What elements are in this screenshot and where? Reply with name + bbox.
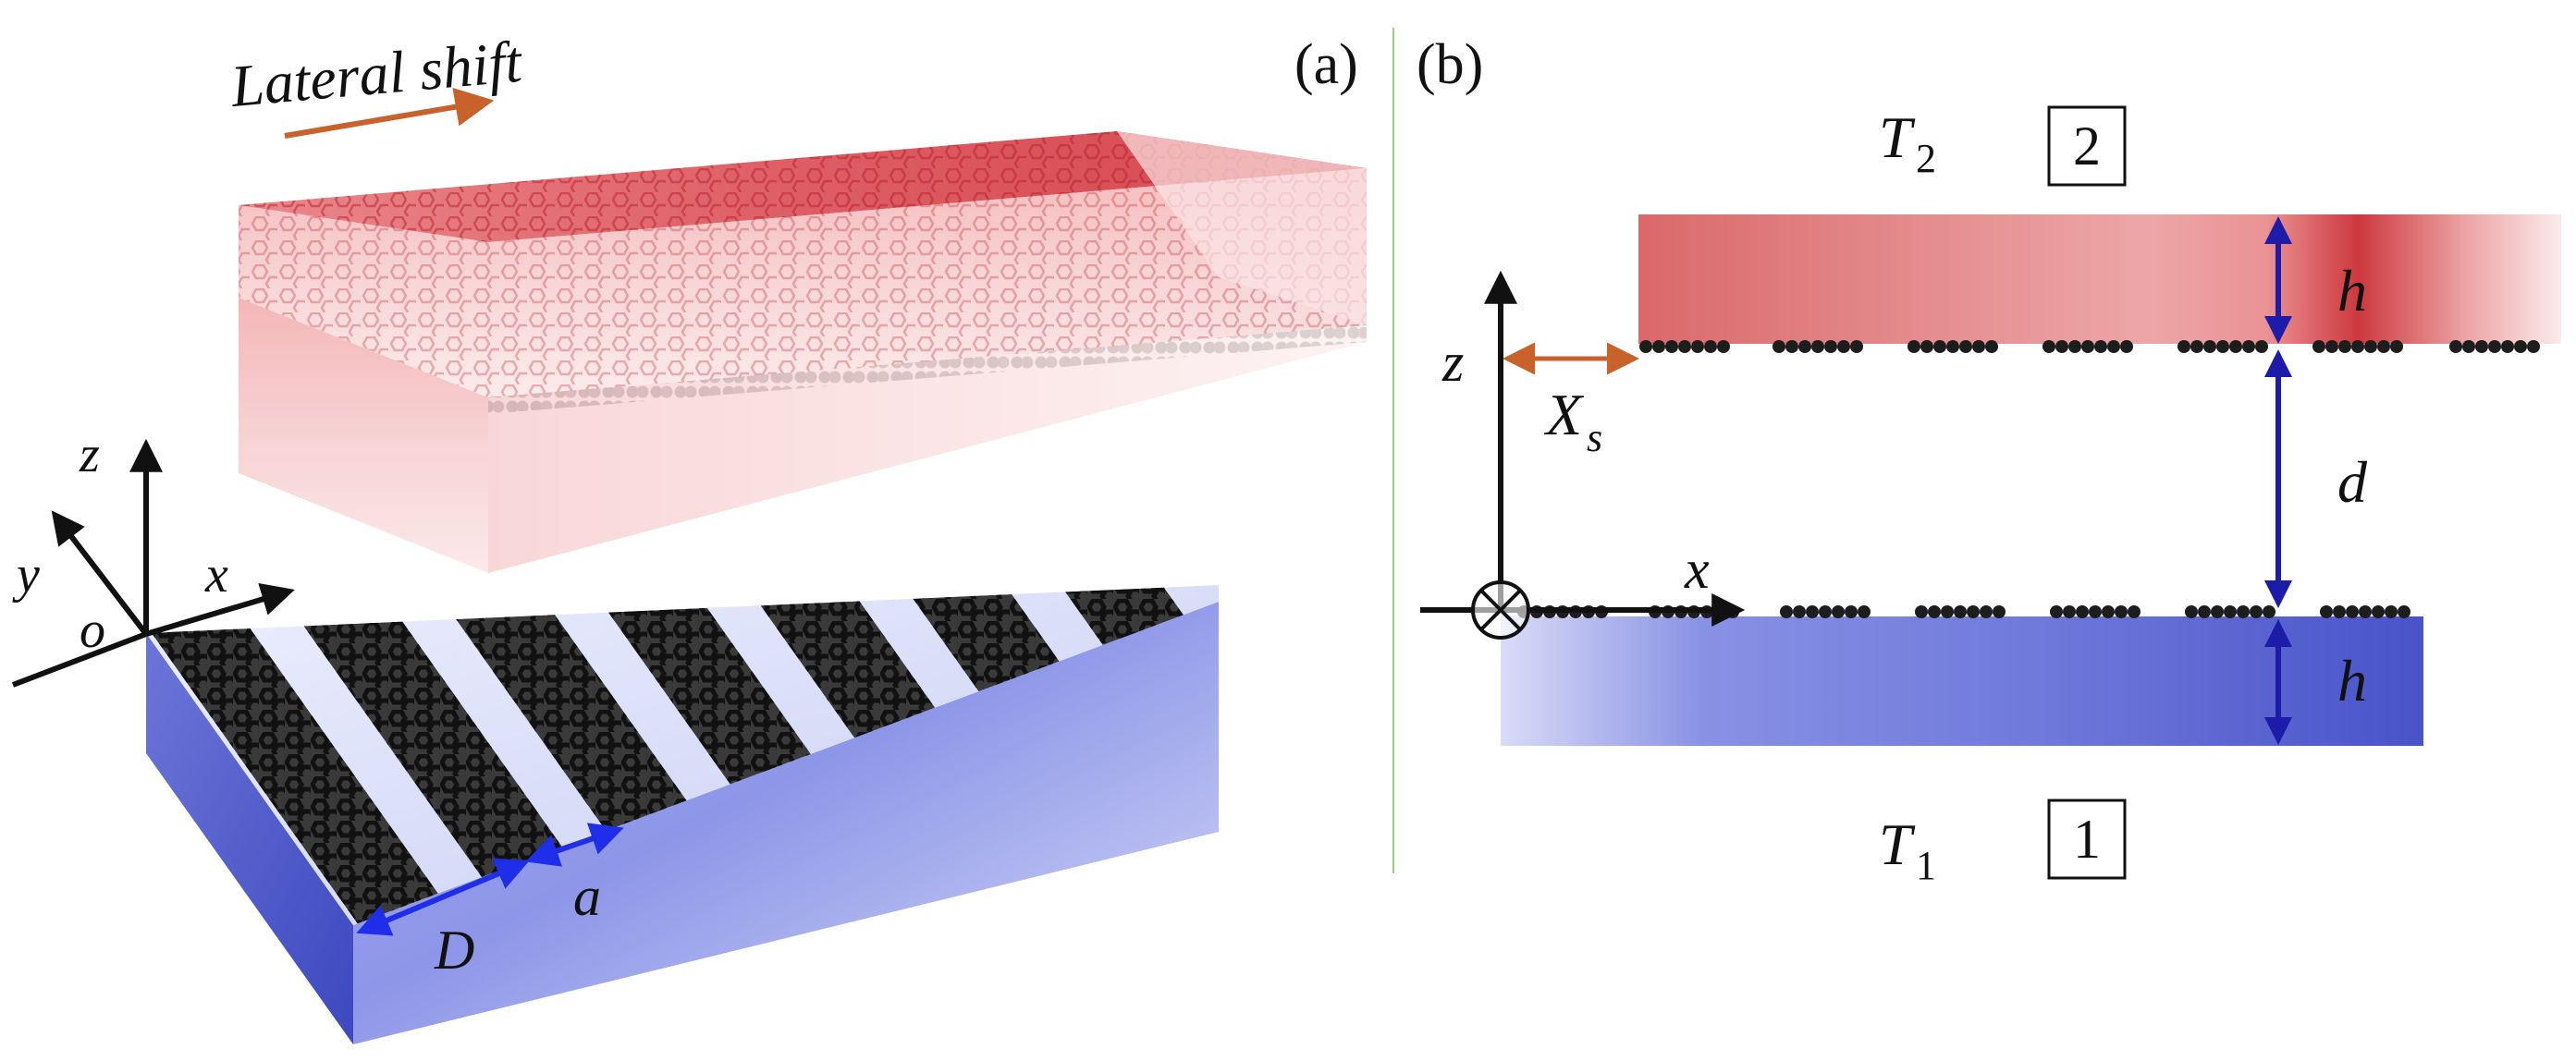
graphene-strip: [1780, 605, 1871, 618]
bottom-slab: [1501, 616, 2423, 746]
top-slab-side-face: [488, 325, 1367, 573]
top-temperature: T 2: [1879, 104, 1936, 181]
graphene-strip: [1773, 340, 1863, 353]
origin-label: o: [80, 602, 105, 659]
bottom-thickness-label: h: [2337, 648, 2367, 713]
x-axis-line: [145, 582, 295, 637]
graphene-strip: [2312, 340, 2403, 353]
graphene-ribbon-lattice: [151, 628, 458, 925]
x-axis-negative: [11, 631, 148, 688]
axes-3d: z y x o: [11, 426, 295, 688]
top-slab: [1638, 214, 2561, 344]
bottom-index-label: 1: [2073, 809, 2101, 870]
lateral-shift-arrow: [284, 87, 495, 139]
graphene-strip: [2185, 605, 2275, 618]
top-graphene-strips: [1639, 340, 2540, 353]
x-axis-label-b: x: [1684, 539, 1710, 600]
top-slab-3d: [239, 131, 1367, 573]
width-arrow: [525, 823, 624, 867]
y-axis-label: y: [12, 546, 40, 604]
top-slab-gloss: [1638, 214, 2561, 344]
bottom-index-box: [2047, 799, 2127, 880]
width-label: a: [573, 866, 601, 927]
graphene-strip: [2320, 605, 2410, 618]
graphene-strip: [2042, 340, 2133, 353]
bottom-slab-3d: [146, 585, 1219, 1044]
top-index-box: [2047, 105, 2127, 187]
top-slab-long-face-pattern: [239, 168, 1367, 397]
bottom-slab-long-face: [353, 602, 1219, 1044]
bottom-temperature: T 1: [1879, 811, 1936, 888]
offset-label: X s: [1543, 382, 1602, 460]
lateral-shift-label: Lateral shift: [227, 29, 526, 119]
top-slab-right-face: [1117, 131, 1367, 325]
offset-subscript: s: [1587, 415, 1602, 460]
period-arrow: [356, 858, 530, 936]
panel-a-label: (a): [1294, 33, 1358, 96]
panel-b-label: (b): [1417, 33, 1483, 96]
top-temperature-subscript: 2: [1916, 136, 1936, 181]
z-axis-label-b: z: [1441, 332, 1464, 393]
z-axis-label: z: [79, 426, 100, 483]
top-index-label: 2: [2073, 116, 2101, 177]
graphene-strip: [2449, 340, 2540, 353]
gap-label: d: [2337, 449, 2368, 515]
offset-symbol: X: [1543, 382, 1585, 447]
graphene-strip: [2050, 605, 2141, 618]
graphene-strip: [1639, 340, 1730, 353]
y-axis-line: [51, 510, 149, 636]
panel-b-cross-section: (b) T 2 2 T 1 1 h d h X s: [1417, 33, 2561, 888]
y-axis-into-page-icon: [1471, 580, 1530, 640]
bottom-slab-front-face: [146, 633, 353, 1044]
bottom-temperature-subscript: 1: [1916, 843, 1936, 888]
period-label: D: [434, 920, 474, 981]
top-temperature-symbol: T: [1879, 104, 1916, 170]
bottom-temperature-symbol: T: [1879, 811, 1916, 877]
panel-a-3d-view: Lateral shift z y x o D a (a): [11, 29, 1367, 1044]
top-thickness-label: h: [2337, 258, 2367, 323]
top-slab-top-face-pattern: [239, 131, 1367, 242]
graphene-strip: [2177, 340, 2268, 353]
top-slab-front-face: [239, 298, 488, 573]
x-axis-label: x: [204, 546, 228, 604]
graphene-strip: [1907, 340, 1998, 353]
graphene-strip: [1915, 605, 2006, 618]
